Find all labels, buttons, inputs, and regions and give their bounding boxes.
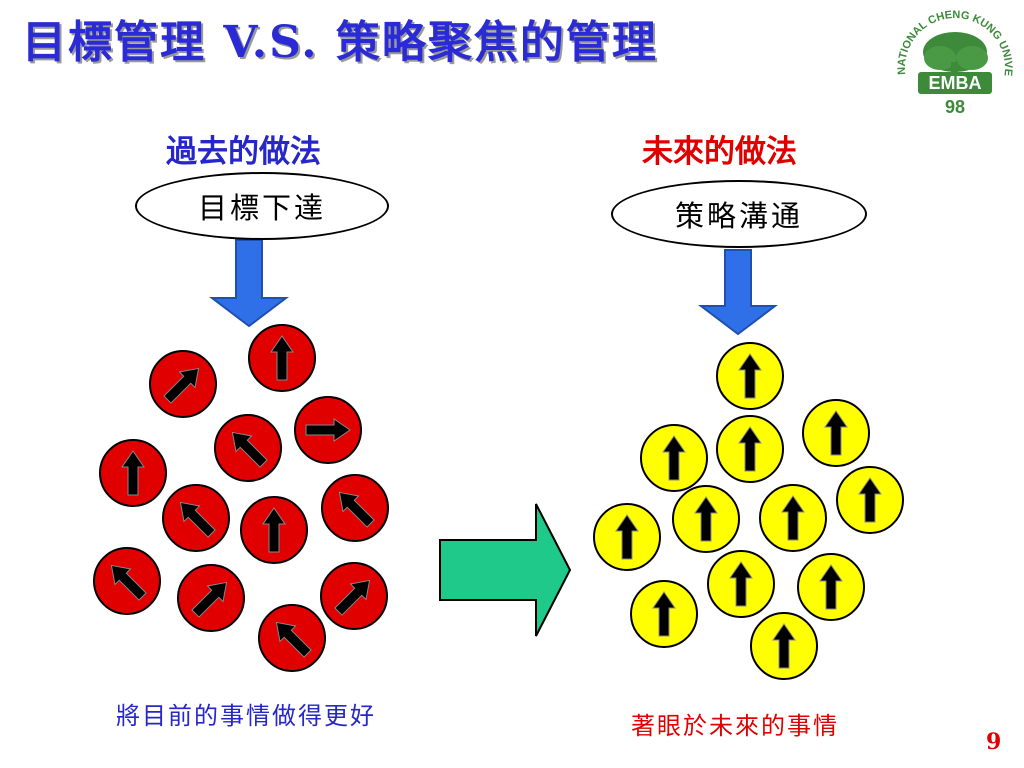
circle-up-right-arrow	[320, 562, 388, 630]
arrow-up-icon	[729, 561, 753, 607]
ncku-emba-logo: NATIONAL CHENG KUNG UNIVERSITY EMBA 98	[0, 0, 1014, 117]
left-heading: 過去的做法	[166, 134, 321, 170]
circle-up-arrow	[759, 484, 827, 552]
arrow-up-icon	[772, 623, 796, 669]
circle-up-arrow	[99, 439, 167, 507]
arrow-up-icon	[694, 496, 718, 542]
arrow-up-right-icon	[334, 579, 371, 616]
circle-up-arrow	[836, 466, 904, 534]
circle-up-right-arrow	[149, 350, 217, 418]
arrow-up-icon	[270, 335, 294, 381]
arrow-up-left-icon	[179, 501, 216, 538]
circle-right-arrow	[294, 396, 362, 464]
arrow-right-icon	[305, 418, 351, 442]
page-number: 9	[986, 729, 1002, 755]
arrow-up-left-icon	[275, 621, 312, 658]
logo-badge-text: EMBA	[929, 73, 982, 93]
arrow-up-icon	[738, 426, 762, 472]
logo-year-text: 98	[945, 97, 965, 117]
circle-up-left-arrow	[162, 484, 230, 552]
circle-up-left-arrow	[214, 414, 282, 482]
right-circle-cluster	[593, 342, 904, 680]
arrow-up-left-icon	[338, 491, 375, 528]
circle-up-left-arrow	[321, 474, 389, 542]
slide-title: 目標管理 V.S. 策略聚焦的管理	[22, 17, 658, 68]
arrow-up-icon	[858, 477, 882, 523]
right-bubble-text: 策略溝通	[674, 199, 803, 233]
circle-up-arrow	[716, 415, 784, 483]
circle-up-arrow	[630, 580, 698, 648]
circle-up-arrow	[248, 324, 316, 392]
arrow-up-icon	[662, 435, 686, 481]
logo-badge	[918, 72, 992, 94]
circle-up-right-arrow	[177, 564, 245, 632]
logo-arc-text: NATIONAL CHENG KUNG UNIVERSITY	[0, 0, 1014, 77]
arrow-up-left-icon	[110, 564, 147, 601]
transition-arrow	[439, 503, 572, 637]
right-speech-bubble: 策略溝通	[611, 180, 867, 248]
circle-up-arrow	[640, 424, 708, 492]
arrow-up-icon	[781, 495, 805, 541]
left-speech-bubble: 目標下達	[135, 172, 389, 240]
arrow-up-icon	[652, 591, 676, 637]
arrow-up-left-icon	[231, 431, 268, 468]
right-down-arrow	[698, 249, 778, 336]
circle-up-left-arrow	[258, 604, 326, 672]
circle-up-arrow	[707, 550, 775, 618]
circle-up-arrow	[672, 485, 740, 553]
arrow-up-icon	[262, 507, 286, 553]
arrow-up-icon	[819, 564, 843, 610]
tree-trunk-icon	[951, 62, 958, 74]
arrow-up-icon	[121, 450, 145, 496]
circle-up-arrow	[593, 503, 661, 571]
circle-up-arrow	[797, 553, 865, 621]
circle-up-arrow	[750, 612, 818, 680]
left-circle-cluster	[93, 324, 389, 672]
circle-up-arrow	[802, 399, 870, 467]
circle-up-arrow	[716, 342, 784, 410]
right-heading: 未來的做法	[642, 134, 797, 170]
circle-up-left-arrow	[93, 547, 161, 615]
arrow-up-icon	[738, 353, 762, 399]
circle-up-arrow	[240, 496, 308, 564]
left-caption: 將目前的事情做得更好	[116, 702, 376, 730]
arrow-up-right-icon	[163, 367, 200, 404]
arrow-up-right-icon	[191, 581, 228, 618]
left-bubble-text: 目標下達	[197, 191, 326, 225]
right-caption: 著眼於未來的事情	[631, 712, 839, 740]
left-down-arrow	[209, 239, 289, 328]
arrow-up-icon	[824, 410, 848, 456]
arrow-up-icon	[615, 514, 639, 560]
